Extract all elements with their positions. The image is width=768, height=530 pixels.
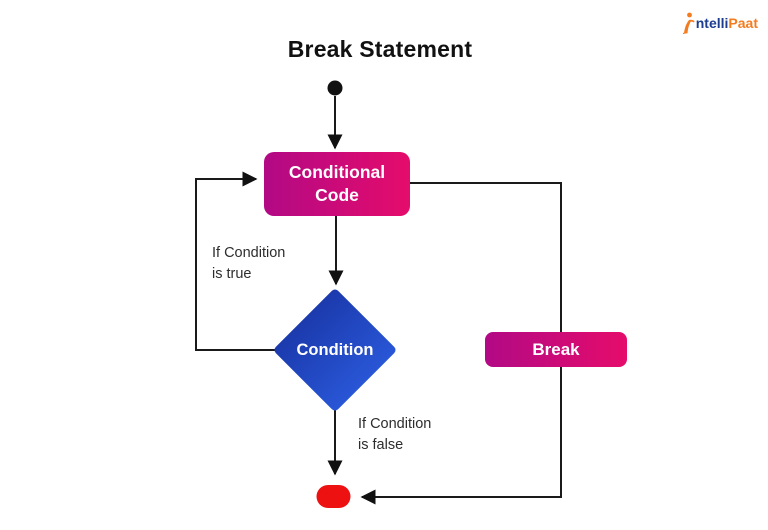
edge-label-true: If Condition is true xyxy=(212,245,286,283)
condition-label: Condition xyxy=(296,340,374,359)
edge-label-false: If Condition is false xyxy=(358,416,432,454)
break-label: Break xyxy=(532,339,580,359)
start-node xyxy=(327,80,343,96)
edge-true-loop xyxy=(195,171,275,351)
page-title: Break Statement xyxy=(287,36,473,62)
condition-diamond xyxy=(274,289,396,411)
logo-text-blue: ntelli xyxy=(695,15,729,31)
end-node xyxy=(316,485,351,508)
conditional-code-box: Conditional Code xyxy=(264,152,410,216)
logo-text-orange: Paat xyxy=(728,15,758,31)
conditional-code-label: Conditional Code xyxy=(288,162,386,205)
logo-person-icon xyxy=(682,12,695,34)
break-box: Break xyxy=(485,332,627,367)
